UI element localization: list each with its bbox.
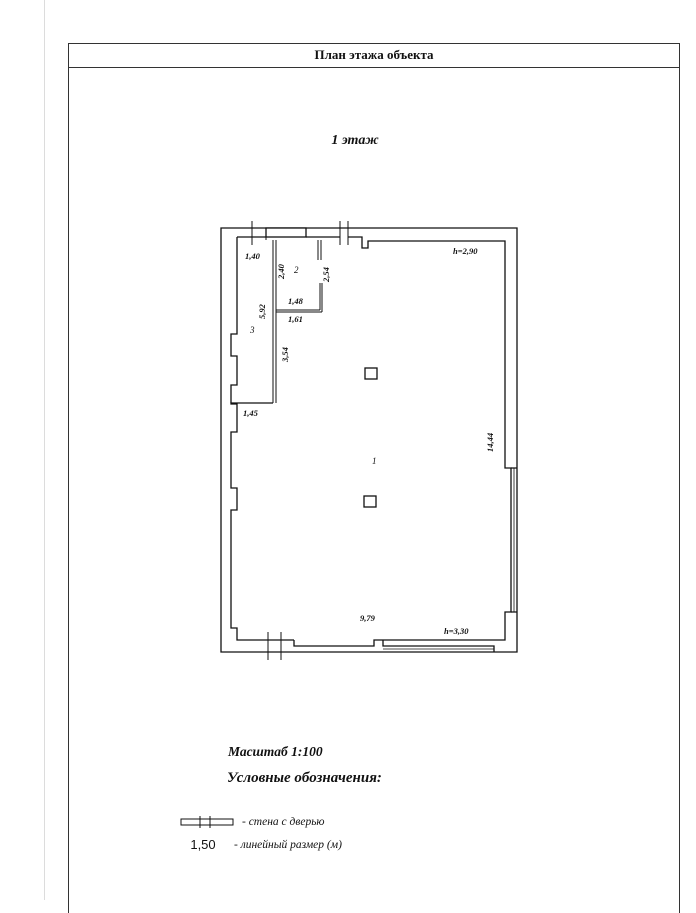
partitions <box>272 240 323 403</box>
outer-walls <box>220 227 518 653</box>
dimension-label: 5,92 <box>257 303 267 319</box>
legend-item-wall-door: - стена с дверью <box>180 816 325 828</box>
room-label-1: 1 <box>372 456 377 466</box>
dimension-label: 1,48 <box>288 296 304 306</box>
legend-text: - линейный размер (м) <box>234 838 342 851</box>
dimension-label: 3,54 <box>280 347 290 363</box>
door-top-right <box>339 221 349 245</box>
dimension-label: 1,40 <box>245 251 261 261</box>
scale-label: Масштаб 1:100 <box>228 744 323 759</box>
column-upper <box>364 367 378 380</box>
dimension-label: 1,61 <box>288 314 303 324</box>
door-bottom <box>267 632 282 660</box>
wall-with-door-symbol <box>180 816 234 828</box>
legend-sample-dimension: 1,50 <box>190 837 216 852</box>
document-frame <box>68 43 680 913</box>
dimension-label: 1,45 <box>243 408 259 418</box>
height-label: h=3,30 <box>444 626 469 636</box>
dimension-label: 14,44 <box>485 433 495 452</box>
dimension-label: 2,54 <box>321 267 331 283</box>
room-label-3: 3 <box>249 325 255 335</box>
dimension-label: 2,40 <box>276 263 286 280</box>
legend-item-dimension: 1,50 - линейный размер (м) <box>180 837 342 852</box>
page-edge <box>44 0 45 900</box>
floor-label: 1 этаж <box>331 133 379 148</box>
height-label: h=2,90 <box>453 246 478 256</box>
legend-text: - стена с дверью <box>242 816 325 828</box>
dimension-label: 9,79 <box>360 613 376 623</box>
header-title: План этажа объекта <box>68 43 680 68</box>
room-label-2: 2 <box>294 265 299 275</box>
door-top-left <box>251 221 307 245</box>
legend-title: Условные обозначения: <box>227 770 382 786</box>
column-lower <box>363 495 377 508</box>
